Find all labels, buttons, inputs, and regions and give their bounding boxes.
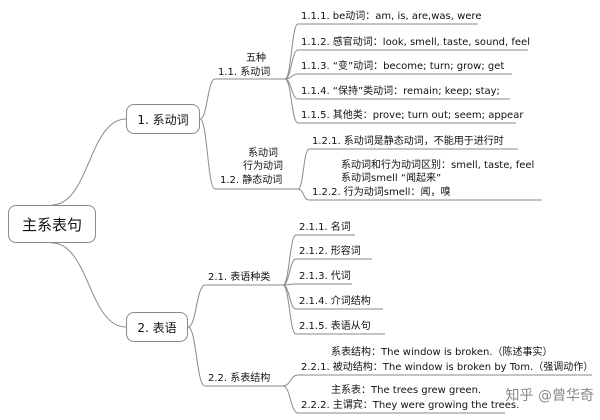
leaf-2-2-2-top: 主系表：The trees grew green. [331,385,482,396]
watermark: 知乎 @曾华奇 [505,388,594,404]
connector-leaf-1-1-5 [284,78,299,124]
sub-2-1-label: 2.1. 表语种类 [208,272,271,283]
connector-root-branch-1 [51,118,127,206]
leaf-1-2-2-line-1: 系动词和行为动词区别：smell, taste, feel [341,160,535,171]
connector-branch-1-sub-1 [199,78,216,120]
root-node: 主系表句 [8,205,96,243]
leaf-2-1-3: 2.1.3. 代词 [299,271,351,282]
leaf-2-1-4: 2.1.4. 介词结构 [299,296,371,307]
connector-branch-2-sub-2 [187,326,206,387]
leaf-1-1-5: 1.1.5. 其他类：prove; turn out; seem; appear [301,110,524,121]
connector-branch-2-sub-1 [187,284,206,328]
connector-branch-1-sub-2 [199,118,216,190]
root-label: 主系表句 [21,215,82,234]
sub-1-1-label: 1.1. 系动词 [218,67,271,78]
sub-1-1-title: 五种 [246,53,266,64]
leaf-2-2-1-top: 系表结构：The window is broken.（陈述事实） [331,347,553,358]
connector-leaf-1-2-2 [297,188,310,201]
connector-root-branch-2 [51,242,127,328]
leaf-1-1-3: 1.1.3. “变”动词：become; turn; grow; get [301,61,505,72]
connector-leaf-1-1-2 [284,49,299,80]
leaf-1-1-2: 1.1.2. 感官动词：look, smell, taste, sound, f… [301,37,530,48]
branch-1-node: 1. 系动词 [126,104,200,134]
leaf-1-2-2-line-2: 系动词smell “闻起来” [341,173,442,184]
connector-leaf-2-1-2 [282,258,297,286]
connector-leaf-2-1-5 [282,284,297,335]
connector-leaf-1-1-4 [284,78,299,100]
branch-1-label: 1. 系动词 [137,112,189,127]
leaf-2-2-2: 2.2.2. 主谓宾：They were growing the trees. [301,400,520,411]
leaf-2-2-1: 2.2.1. 被动结构：The window is broken by Tom.… [301,362,594,373]
leaf-2-1-2: 2.1.2. 形容词 [299,246,361,257]
branch-2-node: 2. 表语 [126,312,188,342]
leaf-2-1-1: 2.1.1. 名词 [299,222,351,233]
connector-leaf-2-2-1 [282,374,299,387]
branch-2-label: 2. 表语 [137,320,177,335]
connector-leaf-1-2-1 [297,148,310,190]
sub-2-2-label: 2.2. 系表结构 [208,373,271,384]
leaf-2-1-5: 2.1.5. 表语从句 [299,321,371,332]
leaf-1-1-1: 1.1.1. be动词：am, is, are,was, were [301,11,482,22]
leaf-1-2-2: 1.2.2. 行为动词smell：闻，嗅 [312,187,451,198]
connector-leaf-2-2-2 [282,385,299,414]
sub-1-2-title-line-2: 行为动词 [243,161,283,172]
leaf-1-2-1: 1.2.1. 系动词是静态动词，不能用于进行时 [312,136,504,147]
connector-leaf-2-1-1 [282,234,297,286]
sub-1-2-label: 1.2. 静态动词 [220,175,283,186]
leaf-1-1-4: 1.1.4. “保持”类动词：remain; keep; stay; [301,86,500,97]
connector-leaf-2-1-4 [282,284,297,310]
sub-1-2-title-line-1: 系动词 [248,148,278,159]
